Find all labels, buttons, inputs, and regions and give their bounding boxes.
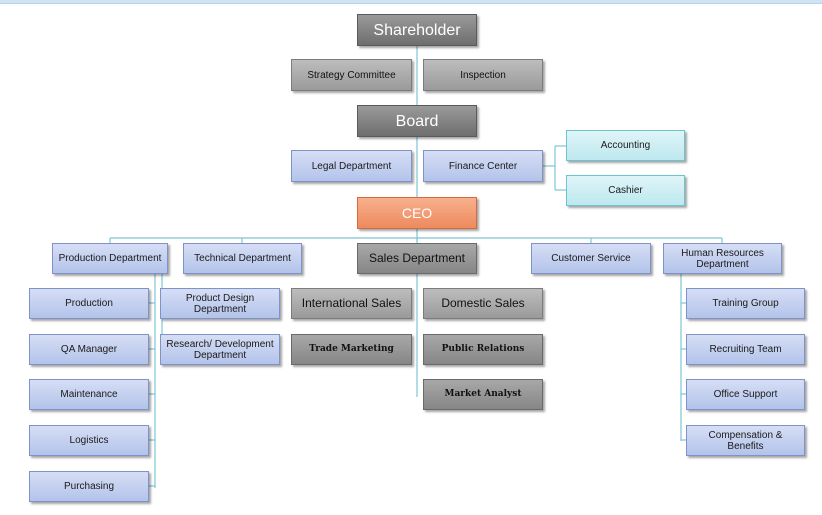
compensation-benefits-box: Compensation & Benefits	[686, 425, 805, 456]
board-box: Board	[357, 105, 477, 137]
window-top-rule	[0, 0, 822, 4]
production-unit-box: Production	[29, 288, 149, 319]
human-resources-department-box: Human Resources Department	[663, 243, 782, 274]
shareholder-box: Shareholder	[357, 14, 477, 46]
technical-department-box: Technical Department	[183, 243, 302, 274]
logistics-box: Logistics	[29, 425, 149, 456]
purchasing-box: Purchasing	[29, 471, 149, 502]
production-department-box: Production Department	[52, 243, 168, 274]
trade-marketing-box: Trade Marketing	[291, 334, 412, 365]
office-support-box: Office Support	[686, 379, 805, 410]
training-group-box: Training Group	[686, 288, 805, 319]
ceo-box: CEO	[357, 197, 477, 229]
research-development-department-box: Research/ Development Department	[160, 334, 280, 365]
finance-center-box: Finance Center	[423, 150, 543, 182]
public-relations-box: Public Relations	[423, 334, 543, 365]
domestic-sales-box: Domestic Sales	[423, 288, 543, 319]
cashier-box: Cashier	[566, 175, 685, 206]
customer-service-box: Customer Service	[531, 243, 651, 274]
recruiting-team-box: Recruiting Team	[686, 334, 805, 365]
product-design-department-box: Product Design Department	[160, 288, 280, 319]
accounting-box: Accounting	[566, 130, 685, 161]
market-analyst-box: Market Analyst	[423, 379, 543, 410]
inspection-box: Inspection	[423, 59, 543, 91]
strategy-committee-box: Strategy Committee	[291, 59, 412, 91]
sales-department-box: Sales Department	[357, 243, 477, 274]
maintenance-box: Maintenance	[29, 379, 149, 410]
legal-department-box: Legal Department	[291, 150, 412, 182]
qa-manager-box: QA Manager	[29, 334, 149, 365]
international-sales-box: International Sales	[291, 288, 412, 319]
